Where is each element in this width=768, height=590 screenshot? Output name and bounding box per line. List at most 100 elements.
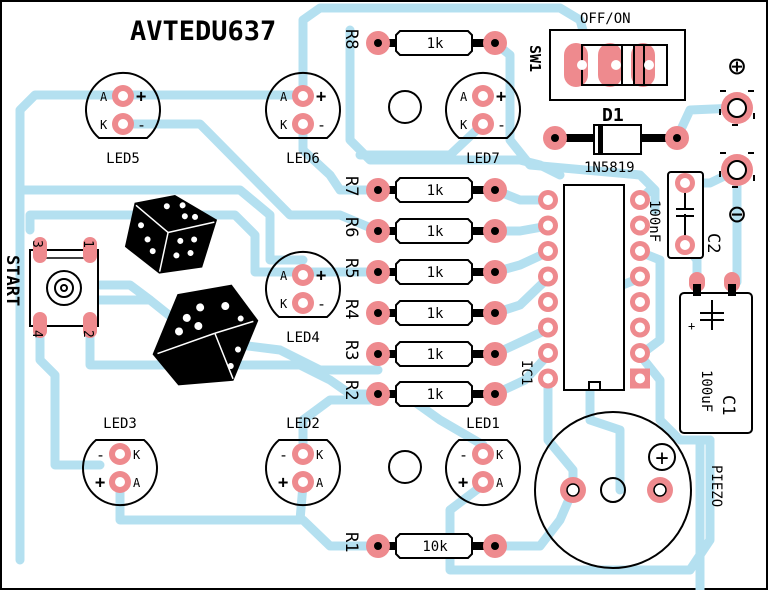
button-ref: START xyxy=(2,255,22,306)
minus-icon: ⊖ xyxy=(728,197,746,232)
resistor-r8: 1k R8 xyxy=(341,29,507,56)
led-anode-label: A xyxy=(133,476,141,490)
resistor-r5: 1k R5 xyxy=(341,258,507,285)
resistor-value: 1k xyxy=(427,306,444,322)
ic1: IC1 xyxy=(518,184,650,391)
switch-label: OFF/ON xyxy=(580,11,631,27)
led-minus: - xyxy=(279,446,288,464)
led-anode-label: A xyxy=(100,90,108,104)
led-plus: + xyxy=(496,87,506,107)
led-minus: - xyxy=(317,116,326,134)
led-cathode-label: K xyxy=(133,448,141,462)
start-button[interactable]: 3 1 4 2 START xyxy=(2,237,99,338)
pin-3: 3 xyxy=(29,240,44,248)
led-ref: LED6 xyxy=(286,151,320,167)
c1-value: 100uF xyxy=(698,370,714,412)
led-cathode-label: K xyxy=(316,448,324,462)
resistor-value: 1k xyxy=(427,347,444,363)
led-plus: + xyxy=(316,266,326,286)
led-ref: LED7 xyxy=(466,151,500,167)
led-ref: LED3 xyxy=(103,416,137,432)
resistor-r7: 1k R7 xyxy=(341,176,507,203)
resistor-value: 1k xyxy=(427,183,444,199)
led-ref: LED4 xyxy=(286,330,320,346)
led-plus: + xyxy=(278,473,288,493)
led-ref: LED5 xyxy=(106,151,140,167)
led-led7: AK + - LED7 xyxy=(445,71,521,167)
led-minus: - xyxy=(497,116,506,134)
led-led1: KA - + LED1 xyxy=(445,416,521,507)
diode-d1: D1 1N5819 xyxy=(543,105,689,176)
pin-1: 1 xyxy=(80,240,95,248)
led-minus: - xyxy=(317,295,326,313)
resistor-value: 1k xyxy=(427,265,444,281)
resistor-value: 1k xyxy=(427,224,444,240)
led-anode-label: A xyxy=(460,90,468,104)
resistor-ref: R7 xyxy=(341,176,361,196)
piezo-buzzer: + PIEZO xyxy=(534,411,724,569)
resistor-ref: R4 xyxy=(341,299,361,319)
pin-4: 4 xyxy=(29,330,44,338)
mounting-hole xyxy=(388,450,422,484)
diode-ref: D1 xyxy=(602,105,624,126)
piezo-ref: PIEZO xyxy=(708,465,724,507)
resistor-r3: 1k R3 xyxy=(341,340,507,367)
led-cathode-label: K xyxy=(100,118,108,132)
plus-icon: ⊕ xyxy=(728,49,746,84)
resistor-value: 1k xyxy=(427,36,444,52)
power-terminals[interactable]: ⊕ ⊖ xyxy=(719,49,755,232)
capacitor-c2: 100nF C2 xyxy=(646,171,723,259)
capacitor-c1: + 100uF C1 xyxy=(679,272,753,434)
led-plus: + xyxy=(316,87,326,107)
resistor-ref: R6 xyxy=(341,217,361,237)
resistor-ref: R5 xyxy=(341,258,361,278)
c2-ref: C2 xyxy=(703,233,723,253)
led-ref: LED1 xyxy=(466,416,500,432)
resistor-value: 10k xyxy=(422,539,448,555)
led-anode-label: A xyxy=(280,269,288,283)
resistor-value: 1k xyxy=(427,387,444,403)
led-led3: KA - + LED3 xyxy=(82,416,158,507)
led-led4: AK + - LED4 xyxy=(265,250,341,346)
led-led6: AK + - LED6 xyxy=(265,71,341,167)
led-minus: - xyxy=(137,116,146,134)
led-anode-label: A xyxy=(496,476,504,490)
leds: AK+-LED5AK+-LED6AK+-LED7AK+-LED4KA-+LED3… xyxy=(82,71,521,507)
resistor-r6: 1k R6 xyxy=(341,217,507,244)
resistor-r1: 10k R1 xyxy=(341,532,507,559)
mounting-hole xyxy=(388,90,422,124)
led-plus: + xyxy=(136,87,146,107)
led-cathode-label: K xyxy=(496,448,504,462)
led-cathode-label: K xyxy=(280,118,288,132)
led-anode-label: A xyxy=(316,476,324,490)
led-minus: - xyxy=(459,446,468,464)
c2-value: 100nF xyxy=(646,200,662,242)
c1-polarity: + xyxy=(688,319,695,333)
resistor-r2: 1k R2 xyxy=(341,380,507,407)
dice-logo xyxy=(124,195,259,386)
pin-2: 2 xyxy=(80,330,95,338)
diode-part: 1N5819 xyxy=(584,160,635,176)
led-led2: KA - + LED2 xyxy=(265,416,341,507)
led-ref: LED2 xyxy=(286,416,320,432)
resistor-r4: 1k R4 xyxy=(341,299,507,326)
c1-ref: C1 xyxy=(718,395,738,415)
led-cathode-label: K xyxy=(280,297,288,311)
led-plus: + xyxy=(458,473,468,493)
switch-ref: SW1 xyxy=(526,45,544,72)
led-anode-label: A xyxy=(280,90,288,104)
led-led5: AK + - LED5 xyxy=(85,71,161,167)
ic-ref: IC1 xyxy=(518,360,534,385)
resistor-ref: R3 xyxy=(341,340,361,360)
led-minus: - xyxy=(96,446,105,464)
resistor-ref: R2 xyxy=(341,380,361,400)
resistor-ref: R8 xyxy=(341,29,361,49)
led-cathode-label: K xyxy=(460,118,468,132)
switch-sw1[interactable]: OFF/ON SW1 xyxy=(526,11,686,101)
led-plus: + xyxy=(95,473,105,493)
resistor-ref: R1 xyxy=(341,532,361,552)
board-title: AVTEDU637 xyxy=(130,16,276,47)
